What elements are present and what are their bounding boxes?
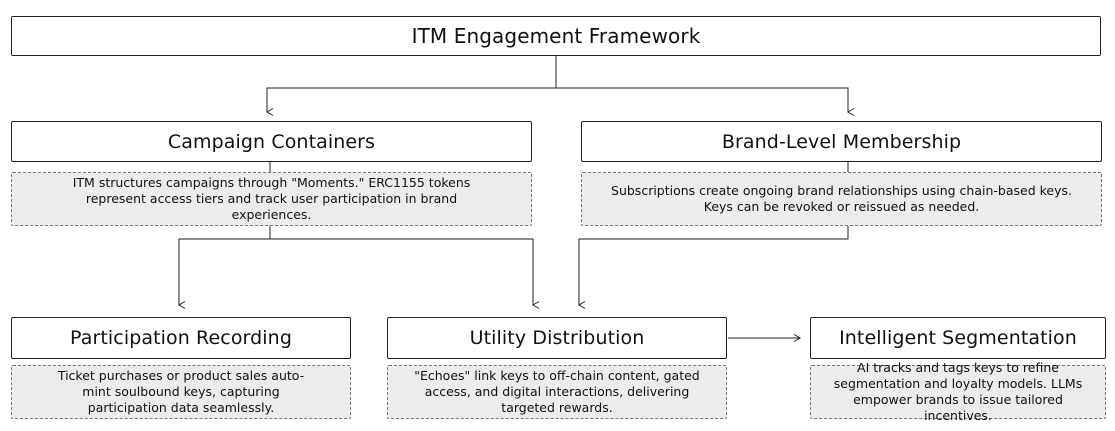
intelligent-segmentation-box: Intelligent Segmentation: [810, 317, 1106, 359]
intelligent-segmentation-note: AI tracks and tags keys to refine segmen…: [810, 360, 1106, 423]
participation-recording-label: Participation Recording: [70, 327, 292, 349]
brand-membership-note-text: Subscriptions create ongoing brand relat…: [611, 183, 1072, 214]
utility-distribution-box: Utility Distribution: [387, 317, 727, 359]
campaign-containers-label: Campaign Containers: [167, 130, 376, 153]
utility-distribution-note-text: "Echoes" link keys to off-chain content,…: [414, 368, 700, 415]
campaign-containers-note-text: ITM structures campaigns through "Moment…: [72, 175, 471, 222]
connector-campaign-to-utility: [270, 238, 540, 309]
connector-title-to-membership: [556, 87, 855, 116]
brand-membership-box: Brand-Level Membership: [581, 121, 1102, 162]
framework-title-box: ITM Engagement Framework: [11, 16, 1101, 56]
participation-recording-note-text: Ticket purchases or product sales auto-m…: [57, 368, 305, 415]
participation-recording-note: Ticket purchases or product sales auto-m…: [11, 365, 351, 419]
utility-distribution-note: "Echoes" link keys to off-chain content,…: [387, 365, 727, 419]
campaign-containers-box: Campaign Containers: [11, 121, 532, 162]
brand-membership-note: Subscriptions create ongoing brand relat…: [581, 172, 1102, 226]
intelligent-segmentation-label: Intelligent Segmentation: [839, 327, 1077, 349]
participation-recording-box: Participation Recording: [11, 317, 351, 359]
connector-campaign-split: [178, 226, 271, 309]
connector-membership-to-utility: [578, 226, 849, 309]
connector-title-split: [266, 56, 557, 116]
brand-membership-label: Brand-Level Membership: [721, 130, 962, 153]
framework-title: ITM Engagement Framework: [411, 24, 701, 48]
intelligent-segmentation-note-text: AI tracks and tags keys to refine segmen…: [833, 360, 1083, 423]
campaign-containers-note: ITM structures campaigns through "Moment…: [11, 172, 532, 226]
utility-distribution-label: Utility Distribution: [469, 327, 645, 349]
